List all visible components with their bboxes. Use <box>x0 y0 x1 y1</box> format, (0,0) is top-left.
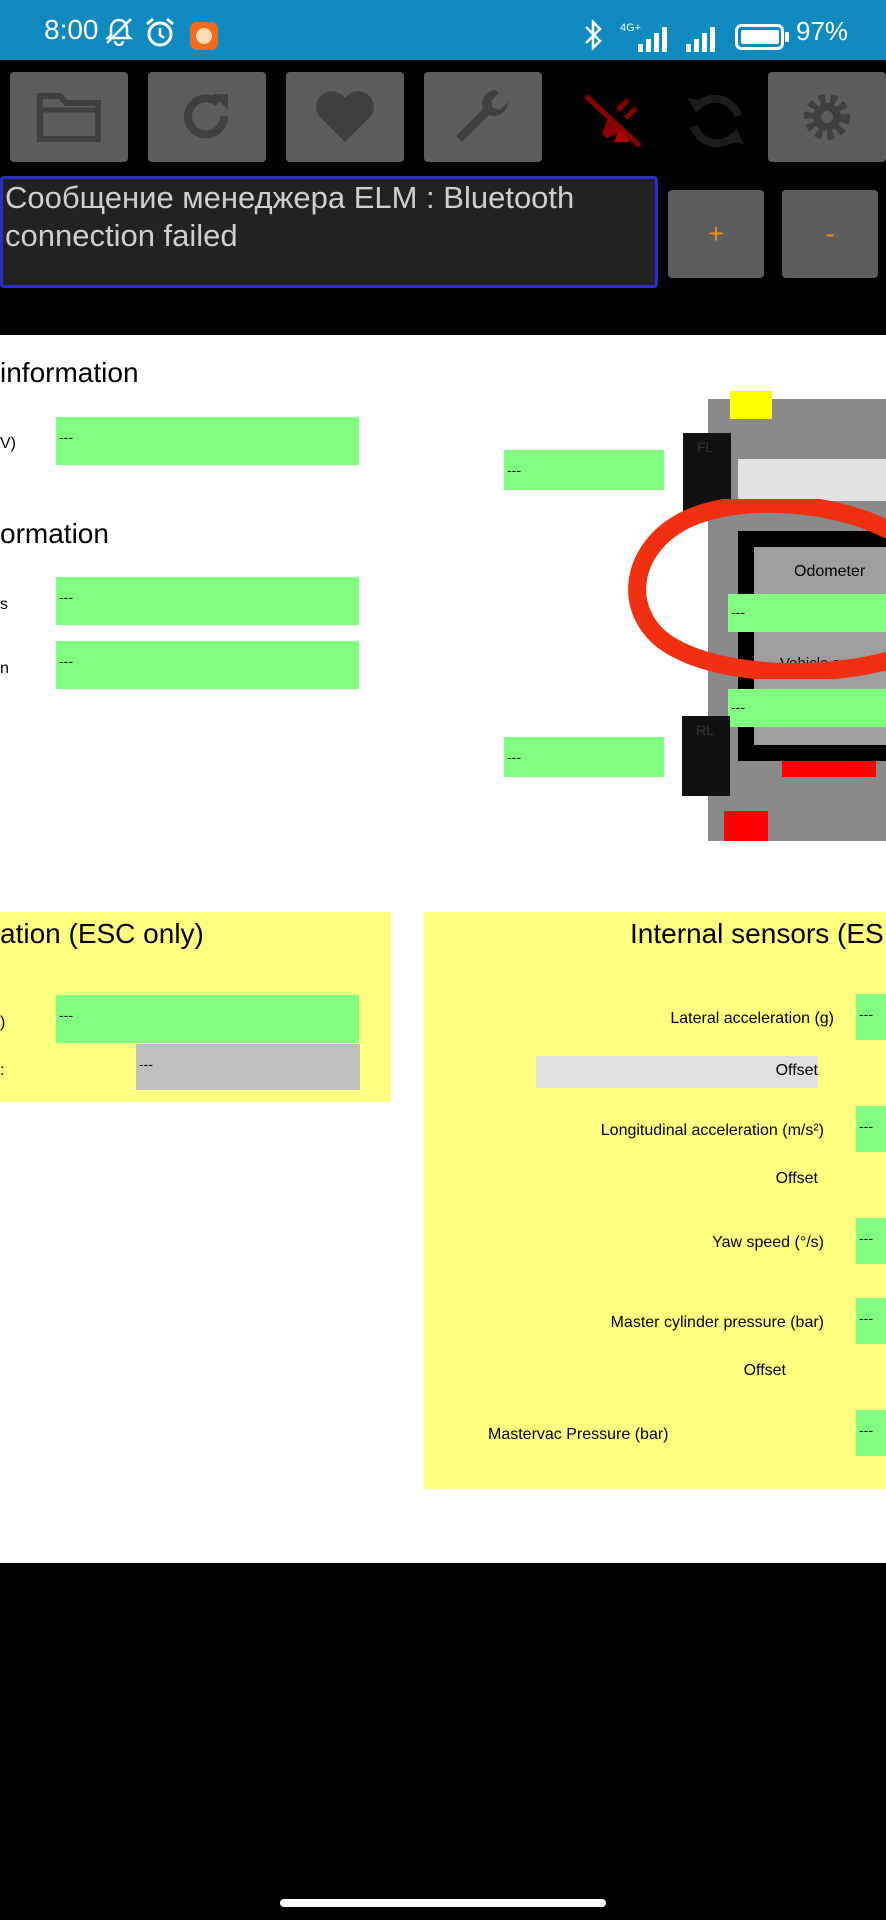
car-diagram: Odometer --- Vehicle speed --- <box>708 391 886 841</box>
rl-wheel: RL <box>682 716 730 796</box>
row3-label: n <box>0 660 9 677</box>
rl-wheel-value: --- <box>504 737 664 777</box>
elm-message-box: Сообщение менеджера ELM : Bluetooth conn… <box>0 176 658 288</box>
sync-button[interactable] <box>680 88 752 154</box>
network-type: 4G+ <box>620 22 642 34</box>
favorite-button[interactable] <box>286 72 404 162</box>
fl-label: FL <box>697 439 714 455</box>
front-light <box>730 391 772 419</box>
mi-app-icon <box>190 22 218 55</box>
battery-icon <box>735 24 791 55</box>
connection-status-button[interactable] <box>578 88 648 152</box>
status-time: 8:00 <box>44 14 99 45</box>
row3-value: --- <box>56 641 359 689</box>
section-title-information: information <box>0 357 139 388</box>
fl-wheel-value: --- <box>504 450 664 490</box>
lateral-acceleration-value: --- <box>856 994 886 1040</box>
offset1-label: Offset <box>775 1062 818 1079</box>
rear-light <box>724 811 768 841</box>
odometer-label: Odometer <box>794 563 866 580</box>
vehicle-speed-value: --- <box>728 689 886 727</box>
internal-sensors-title: Internal sensors (ES <box>630 918 884 949</box>
minus-button[interactable]: - <box>782 190 878 278</box>
rear-bar <box>782 761 876 777</box>
esc-row1-value: --- <box>56 995 359 1043</box>
alarm-icon <box>144 16 176 53</box>
lateral-acceleration-label: Lateral acceleration (g) <box>670 1010 834 1027</box>
internal-sensors-panel: Internal sensors (ES Lateral acceleratio… <box>424 912 886 1489</box>
signal-icon <box>622 24 726 57</box>
home-gesture-bar[interactable] <box>280 1899 606 1907</box>
main-content: information V) --- ormation s --- n --- … <box>0 335 886 1563</box>
offset1-field[interactable]: Offset <box>536 1056 818 1088</box>
esc-row2-label: : <box>0 1062 5 1079</box>
bluetooth-icon <box>582 18 606 57</box>
tools-button[interactable] <box>424 72 542 162</box>
yaw-speed-label: Yaw speed (°/s) <box>712 1234 824 1251</box>
esc-panel: ation (ESC only) ) --- : --- <box>0 912 391 1102</box>
red-annotation-circle <box>628 499 886 679</box>
yaw-speed-value: --- <box>856 1218 886 1264</box>
offset3-label: Offset <box>743 1362 786 1379</box>
rl-label: RL <box>696 722 714 738</box>
status-bar: 8:00 4G+ 97% <box>0 0 886 60</box>
mastervac-pressure-value: --- <box>856 1410 886 1456</box>
mastervac-pressure-label: Mastervac Pressure (bar) <box>488 1426 669 1443</box>
esc-panel-title: ation (ESC only) <box>0 918 204 949</box>
section-title-ormation: ormation <box>0 518 109 549</box>
bottom-area <box>0 1563 886 1920</box>
row2-value: --- <box>56 577 359 625</box>
plus-button[interactable]: + <box>668 190 764 278</box>
odometer-value: --- <box>728 594 886 632</box>
sync-icon <box>680 94 752 158</box>
row1-label: V) <box>0 435 16 452</box>
refresh-button[interactable] <box>148 72 266 162</box>
windshield <box>738 459 886 501</box>
row1-value: --- <box>56 417 359 465</box>
disconnected-plug-icon <box>578 94 648 156</box>
longitudinal-acceleration-label: Longitudinal acceleration (m/s²) <box>600 1122 824 1139</box>
offset2-label: Offset <box>775 1170 818 1187</box>
longitudinal-acceleration-value: --- <box>856 1106 886 1152</box>
row2-label: s <box>0 596 8 613</box>
master-cylinder-pressure-value: --- <box>856 1298 886 1344</box>
open-file-button[interactable] <box>10 72 128 162</box>
master-cylinder-pressure-label: Master cylinder pressure (bar) <box>610 1314 824 1331</box>
toolbar: Сообщение менеджера ELM : Bluetooth conn… <box>0 60 886 335</box>
bell-off-icon <box>104 16 134 51</box>
esc-row2-value: --- <box>136 1044 360 1090</box>
esc-row1-label: ) <box>0 1014 6 1031</box>
battery-percent: 97% <box>796 16 849 46</box>
settings-button[interactable] <box>768 72 886 162</box>
